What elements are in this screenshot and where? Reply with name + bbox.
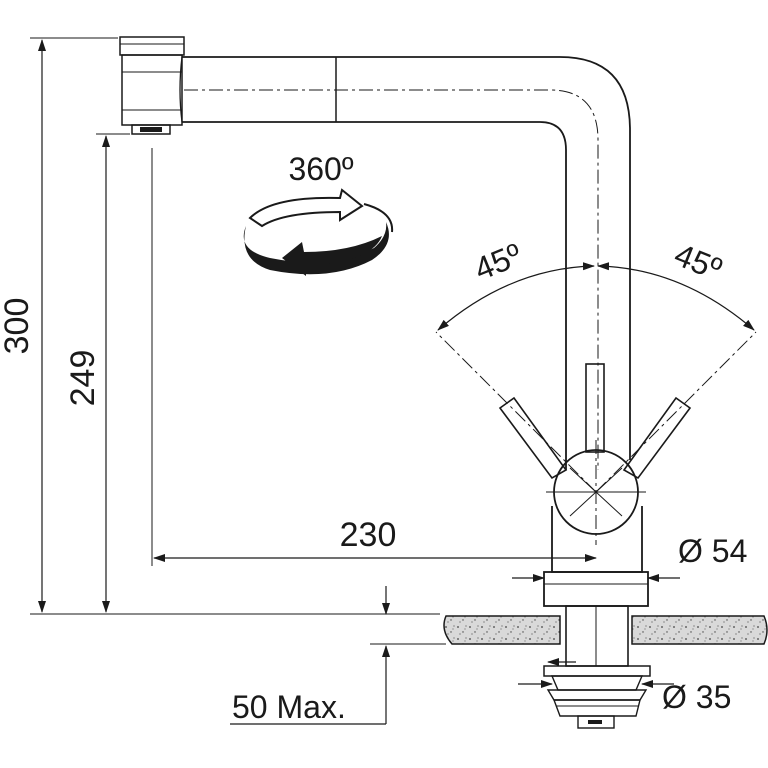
dimension-counter-thickness: 50 Max. bbox=[230, 586, 390, 725]
lever-angle-left-label: 45º bbox=[469, 236, 527, 287]
rotation-indicator: 360º bbox=[243, 151, 394, 276]
countertop bbox=[370, 615, 768, 645]
counter-thickness-label: 50 Max. bbox=[232, 689, 346, 725]
faucet-spout bbox=[119, 36, 631, 470]
mounting-shank bbox=[543, 605, 651, 729]
lever-angle-right-label: 45º bbox=[669, 236, 727, 287]
dimension-total-height: 300 bbox=[0, 37, 440, 615]
rotation-label: 360º bbox=[288, 151, 353, 187]
base-diameter-label: Ø 54 bbox=[678, 533, 747, 569]
dimension-spout-height: 249 bbox=[64, 133, 130, 613]
spout-height-label: 249 bbox=[64, 350, 102, 407]
hole-diameter-label: Ø 35 bbox=[662, 679, 731, 715]
faucet-body bbox=[498, 363, 692, 607]
dimension-base-diameter: Ø 54 bbox=[512, 533, 747, 582]
dimension-reach: 230 bbox=[151, 148, 597, 566]
dimension-hole-diameter: Ø 35 bbox=[518, 679, 731, 715]
reach-label: 230 bbox=[340, 516, 397, 554]
rotate-arrow-icon bbox=[243, 188, 394, 276]
total-height-label: 300 bbox=[0, 298, 36, 355]
